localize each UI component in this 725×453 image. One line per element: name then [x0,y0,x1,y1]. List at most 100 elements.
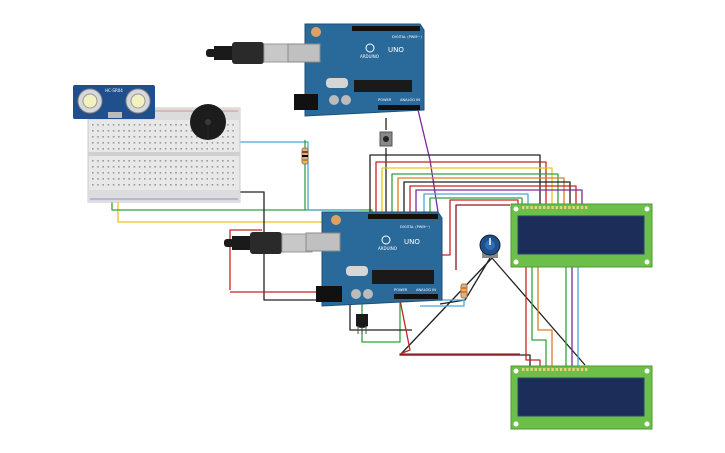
breadboard-hole [159,178,162,180]
ultrasonic-sensor[interactable]: HC-SR04 [73,85,155,119]
wire-darkred-lcd[interactable] [455,204,510,270]
breadboard-hole [107,130,110,132]
breadboard-hole [180,124,182,126]
potentiometer[interactable] [479,234,501,258]
lcd-pin [530,368,533,371]
arduino-bottom-model: UNO [404,238,420,246]
breadboard-hole [123,124,125,126]
breadboard-hole [175,142,177,144]
breadboard-hole [118,130,120,132]
arduino-top-model: UNO [388,46,404,54]
breadboard-hole [164,142,167,144]
lcd-pin [538,368,542,371]
wire-pot-black[interactable] [439,257,491,305]
breadboard-hole [175,136,177,138]
breadboard-hole [133,172,136,174]
wire-lcd-6[interactable] [403,181,571,212]
breadboard-hole [138,130,141,132]
temperature-sensor[interactable] [356,314,368,334]
breadboard-hole [107,136,110,138]
lcd-pin [568,368,571,371]
wire-lcd-5[interactable] [397,177,565,212]
breadboard-hole [128,136,130,138]
breadboard-hole [102,178,104,180]
breadboard-hole [133,160,136,162]
wire-red-power[interactable] [229,229,262,290]
arduino-bottom-power-label: POWER [394,288,408,292]
wire-lcd-2[interactable] [375,161,547,212]
breadboard-hole [175,178,177,180]
breadboard-hole [222,166,224,168]
wire-lcd2-1[interactable] [525,205,541,368]
breadboard-hole [170,130,172,132]
breadboard-hole [232,130,234,132]
breadboard-hole [102,136,104,138]
breadboard-hole [164,166,167,168]
breadboard-hole [92,172,94,174]
arduino-uno-bottom[interactable]: DIGITAL (PWM~) ARDUINO UNO POWER ANALOG … [305,211,443,307]
wire-red-bottom[interactable] [399,299,520,355]
pushbutton[interactable] [379,131,393,147]
wire-purple-link[interactable] [417,109,439,213]
breadboard-hole [232,124,234,126]
wire-blue-buzzer[interactable] [196,141,360,211]
wire-lcd-9[interactable] [423,193,529,212]
breadboard-hole [92,142,94,144]
wire-lcd-10[interactable] [429,197,523,212]
breadboard-hole [133,142,136,144]
usb-cable-top[interactable] [206,42,295,64]
breadboard-hole [222,136,224,138]
breadboard-hole [112,184,115,186]
arduino-uno-top[interactable]: DIGITAL (PWM~) ARDUINO UNO POWER ANALOG … [287,23,425,117]
breadboard-hole [159,148,162,150]
breadboard-hole [128,184,130,186]
breadboard-hole [128,142,130,144]
breadboard-hole [180,160,182,162]
lcd-pin [559,368,563,371]
breadboard-hole [170,184,172,186]
breadboard-hole [232,142,234,144]
breadboard-hole [102,184,104,186]
wire-black-temp[interactable] [349,304,412,331]
lcd-top[interactable] [510,203,653,268]
breadboard-hole [92,124,94,126]
breadboard-hole [185,184,188,186]
wire-lcd-8[interactable] [415,189,583,212]
breadboard-hole [128,148,130,150]
lcd-pin [559,206,563,209]
breadboard-hole [206,178,208,180]
wire-lcd2-2[interactable] [531,210,547,368]
wire-lcd-7[interactable] [409,185,577,212]
lcd-pin [572,368,575,371]
resistor-2[interactable] [460,283,468,299]
wire-red-lcd-power[interactable] [440,199,519,256]
lcd-pin [585,368,588,371]
breadboard-hole [154,136,156,138]
breadboard-hole [138,184,141,186]
breadboard-hole [97,166,99,168]
wire-lcd-1[interactable] [369,154,541,212]
resistor-1[interactable] [301,147,309,165]
piezo-buzzer[interactable] [190,104,226,140]
breadboard-hole [222,172,224,174]
breadboard-hole [107,184,110,186]
lcd-bottom[interactable] [510,365,653,430]
breadboard-hole [227,142,229,144]
wire-lcd2-3[interactable] [537,210,553,368]
breadboard-hole [196,178,198,180]
breadboard-hole [118,136,120,138]
breadboard-hole [216,160,219,162]
breadboard-hole [185,136,188,138]
arduino-top-analog-label: ANALOG IN [400,98,420,102]
breadboard-hole [107,124,110,126]
breadboard-hole [216,142,219,144]
breadboard-hole [190,172,193,174]
breadboard-hole [107,148,110,150]
usb-cable-bottom[interactable] [224,232,313,254]
breadboard-hole [175,130,177,132]
wire-blue-bottom[interactable] [420,299,465,307]
breadboard-hole [232,148,234,150]
breadboard-hole [196,142,198,144]
breadboard-hole [180,172,182,174]
breadboard-hole [92,130,94,132]
